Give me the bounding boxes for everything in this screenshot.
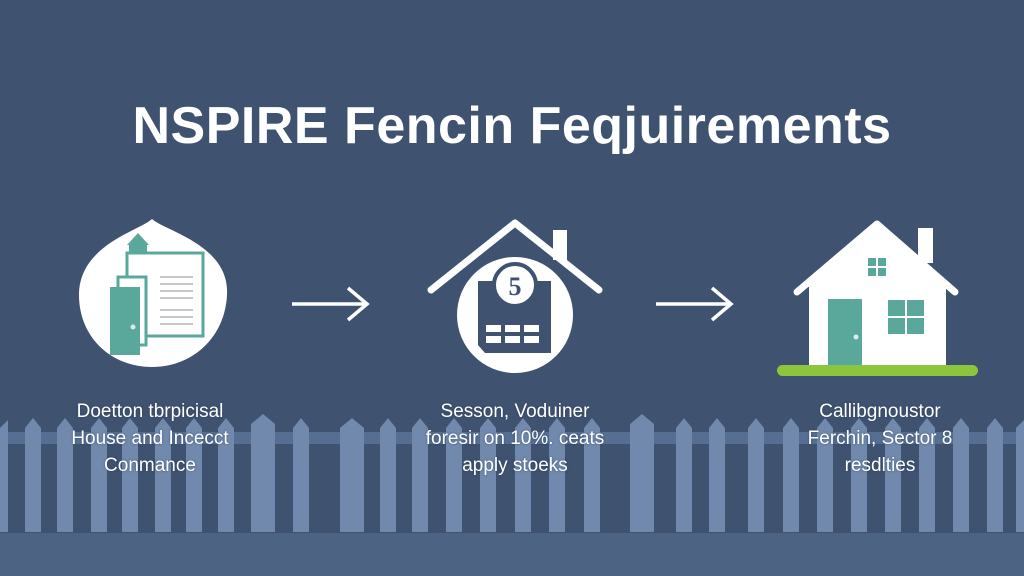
caption-line: Conmance [104,455,196,476]
fence-background [0,414,1024,532]
page-title: NSPIRE Fencin Feqjuirements [132,97,892,155]
caption-line: Sesson, Voduiner [440,401,590,422]
svg-text:5: 5 [509,272,522,301]
caption-line: resdlties [844,455,916,476]
step-1-caption: Doetton tbrpicisal House and Incecct Con… [20,398,280,479]
caption-line: foresir on 10%. ceats [425,428,605,449]
caption-line: Ferchin, Sector 8 [807,428,953,449]
document-door-upload-icon [79,219,228,367]
caption-line: Callibgnoustor [819,401,941,422]
house-with-lawn-icon [777,220,978,376]
caption-line: Doetton tbrpicisal [76,401,224,422]
ground-strip [0,533,1024,576]
step-3-caption: Callibgnoustor Ferchin, Sector 8 resdlti… [750,398,1010,479]
caption-line: apply stoeks [462,455,568,476]
caption-line: House and Incecct [71,428,229,449]
right-arrow-icon [292,286,370,322]
house-calendar-badge-icon: 5 [427,219,603,373]
right-arrow-icon [656,286,734,322]
step-2-caption: Sesson, Voduiner foresir on 10%. ceats a… [385,398,645,479]
